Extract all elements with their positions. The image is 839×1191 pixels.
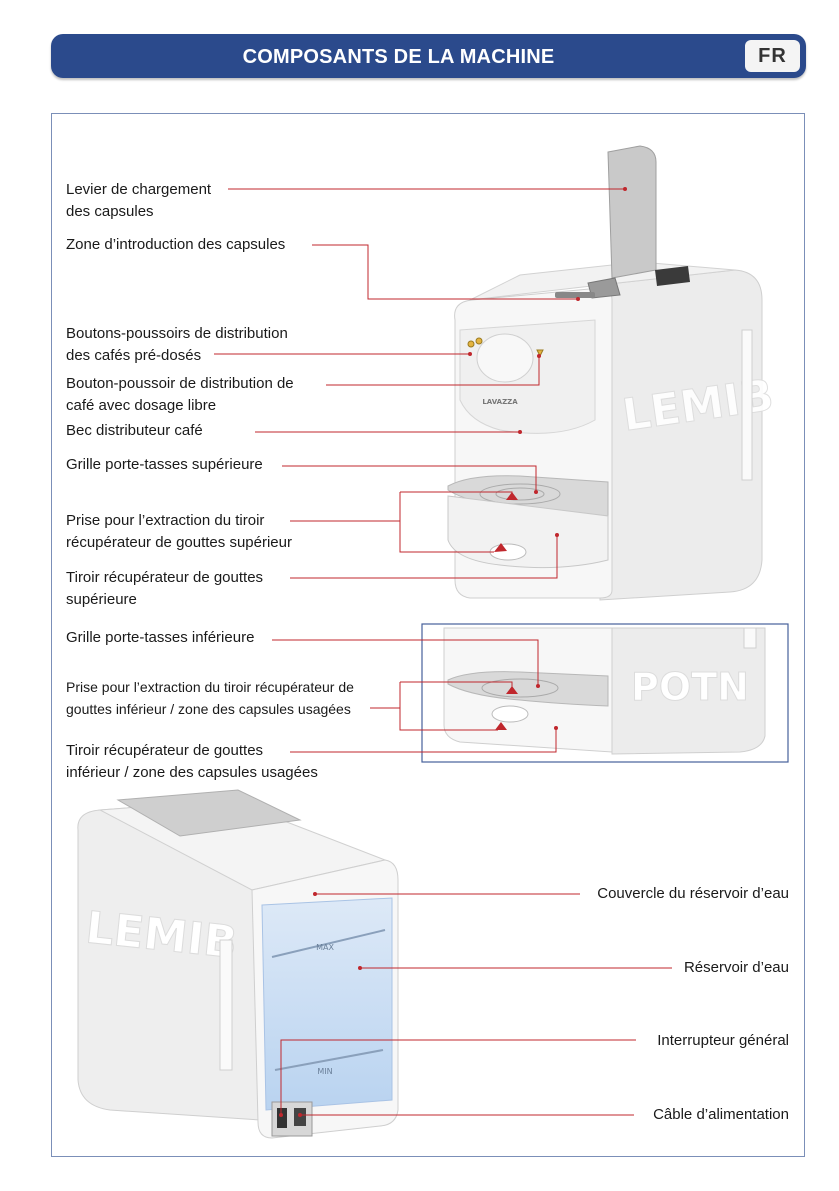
label-prise-inf: Prise pour l’extraction du tiroir récupé… [66,679,354,717]
label-couvercle: Couvercle du réservoir d’eau [597,885,789,902]
leader-lines [214,188,672,1116]
machine-rear-view: MAX MIN LEMIB [77,789,399,1139]
label-bec: Bec distributeur café [66,422,203,439]
page-title: COMPOSANTS DE LA MACHINE [242,46,555,68]
max-mark: MAX [316,943,334,952]
svg-text:POTN: POTN [631,665,749,709]
label-grille-sup: Grille porte-tasses supérieure [66,456,263,473]
language-badge: FR [745,40,800,72]
label-cable: Câble d’alimentation [653,1106,789,1123]
label-reservoir: Réservoir d’eau [683,959,789,976]
min-mark: MIN [317,1067,332,1076]
leader-dots [279,187,627,1117]
label-zone-introduction: Zone d’introduction des capsules [66,236,286,253]
logo-text: LAVAZZA [482,398,518,406]
content-frame [51,113,805,1157]
label-interrupteur: Interrupteur général [657,1032,789,1049]
label-grille-inf: Grille porte-tasses inférieure [66,629,255,646]
machine-front-view: LAVAZZA LEMIB [447,145,777,601]
section-header: COMPOSANTS DE LA MACHINE FR [51,34,806,78]
lower-drawer-detail: POTN [421,623,789,763]
